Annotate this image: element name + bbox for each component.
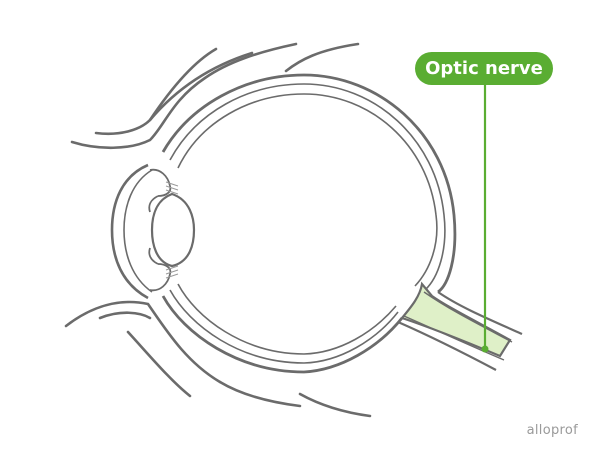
lens xyxy=(150,192,196,268)
optic-nerve-sheath-upper xyxy=(437,291,523,336)
optic-nerve-sheath-lower xyxy=(397,320,497,371)
lower-eyelid-lines xyxy=(64,300,372,418)
label-leader-dot xyxy=(481,345,489,353)
choroid xyxy=(169,83,446,364)
ciliary-body xyxy=(148,168,172,292)
alloprof-logo: alloprof xyxy=(526,423,578,438)
retina xyxy=(177,93,438,355)
optic-nerve-inner-line-2 xyxy=(403,315,505,361)
optic-nerve-inner-line xyxy=(423,291,513,343)
optic-nerve-label: Optic nerve xyxy=(415,52,553,85)
upper-eyelid-lines xyxy=(70,42,360,150)
suspensory-ligaments xyxy=(165,181,179,279)
sclera-outer xyxy=(161,73,457,374)
cornea-inner xyxy=(123,169,153,293)
optic-nerve xyxy=(400,281,512,358)
cornea xyxy=(110,163,149,300)
